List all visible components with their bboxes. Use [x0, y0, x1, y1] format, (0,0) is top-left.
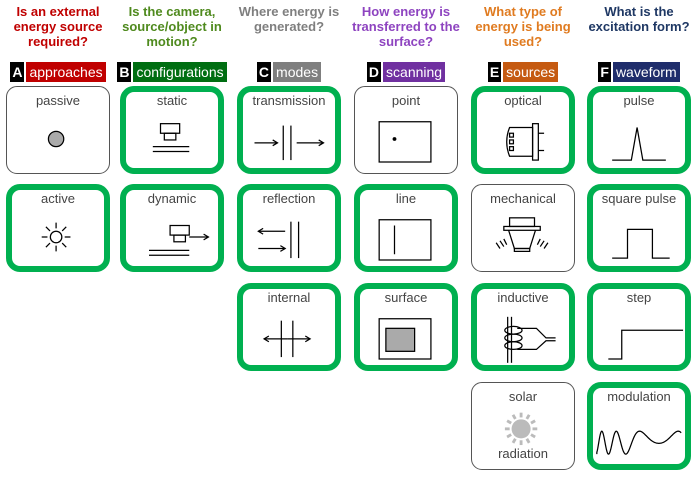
card-inductive: inductive [471, 283, 575, 371]
card-label: line [395, 191, 417, 206]
card-modulation: modulation [587, 382, 691, 470]
card-label: surface [384, 290, 428, 305]
category-label: approaches [26, 62, 106, 82]
line-scan-icon [378, 219, 432, 261]
card-reflection: reflection [237, 184, 341, 272]
coil-icon [504, 316, 556, 363]
card-label: transmission [252, 93, 326, 108]
card-label: solar [508, 389, 538, 404]
moving-camera-icon [149, 224, 210, 256]
card-solar: solar radiation [471, 382, 575, 470]
lamp-icon [506, 123, 545, 161]
card-label: mechanical [490, 191, 556, 206]
card-internal: internal [237, 283, 341, 371]
category-letter: F [598, 62, 611, 82]
column-approaches: Is an external energy source required? A… [3, 0, 113, 272]
category-letter: A [10, 62, 25, 82]
point-scan-icon [378, 121, 432, 163]
card-label: point [391, 93, 421, 108]
square-pulse-icon [612, 228, 670, 259]
card-optical: optical [471, 86, 575, 174]
reflection-icon [257, 221, 300, 259]
card-mechanical: mechanical [471, 184, 575, 272]
card-sublabel: radiation [498, 446, 548, 461]
card-point: point [354, 86, 458, 174]
sun-outline-icon [41, 222, 71, 252]
card-pulse: pulse [587, 86, 691, 174]
card-label: inductive [497, 290, 549, 305]
card-label: modulation [607, 389, 671, 404]
card-line: line [354, 184, 458, 272]
step-icon [608, 329, 684, 360]
transmission-icon [254, 125, 325, 161]
column-question: Is an external energy source required? [13, 4, 103, 49]
column-configurations: Is the camera, source/object in motion? … [117, 0, 227, 272]
category-letter: D [366, 62, 382, 82]
gray-dot-icon [47, 130, 65, 148]
shaker-icon [495, 217, 549, 252]
internal-icon [262, 320, 312, 358]
column-question: How energy is transferred to the surface… [352, 4, 460, 49]
card-step: step [587, 283, 691, 371]
sun-icon [504, 412, 538, 446]
card-label: internal [267, 290, 311, 305]
column-question: What type of energy is being used? [475, 4, 571, 49]
card-label: step [626, 290, 652, 305]
card-active: active [6, 184, 110, 272]
category-label: sources [503, 62, 559, 82]
category-letter: E [487, 62, 502, 82]
category-letter: B [117, 62, 132, 82]
category-label: waveform [612, 62, 680, 82]
card-label: square pulse [601, 191, 677, 206]
card-label: passive [35, 93, 81, 108]
static-camera-icon [152, 123, 190, 153]
card-label: static [156, 93, 188, 108]
card-label: dynamic [147, 191, 197, 206]
card-static: static [120, 86, 224, 174]
pulse-icon [612, 127, 666, 161]
card-passive: passive [6, 86, 110, 174]
card-label: reflection [262, 191, 316, 206]
column-scanning: How energy is transferred to the surface… [351, 0, 461, 371]
card-label: pulse [623, 93, 655, 108]
surface-scan-icon [378, 318, 432, 360]
card-label: optical [504, 93, 542, 108]
card-transmission: transmission [237, 86, 341, 174]
category-label: scanning [383, 62, 446, 82]
category-label: modes [273, 62, 322, 82]
column-question: Where energy is generated? [238, 4, 340, 34]
column-question: Is the camera, source/object in motion? [122, 4, 222, 49]
card-label: active [41, 191, 75, 206]
card-dynamic: dynamic [120, 184, 224, 272]
column-question: What is the excitation form? [588, 4, 690, 34]
category-letter: C [256, 62, 272, 82]
modulation-icon [596, 430, 682, 455]
category-label: configurations [133, 62, 227, 82]
card-square-pulse: square pulse [587, 184, 691, 272]
card-surface: surface [354, 283, 458, 371]
